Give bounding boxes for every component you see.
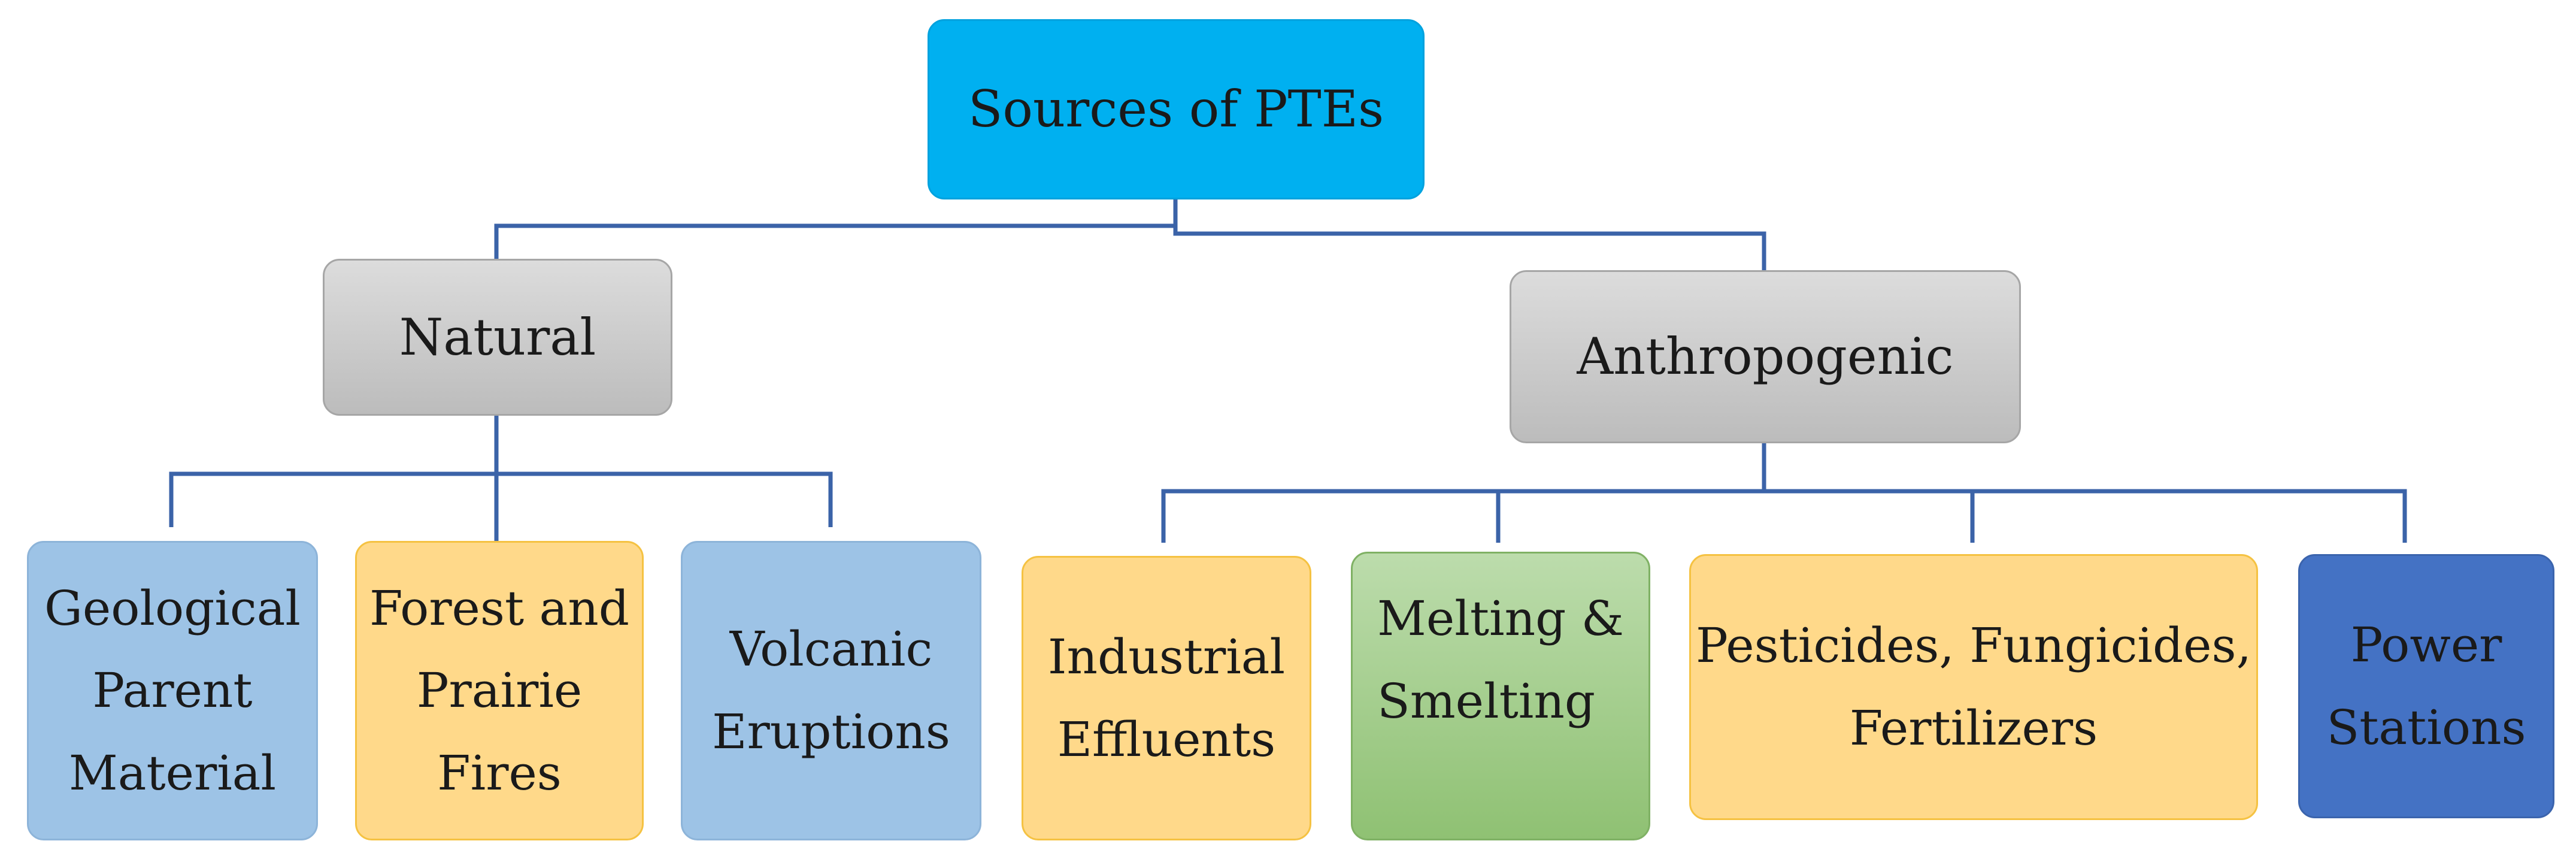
volcanic-label: Volcanic Eruptions (712, 621, 950, 760)
root-node-sources-of-ptes: Sources of PTEs (928, 19, 1425, 199)
natural-label: Natural (399, 307, 596, 367)
leaf-node-pesticides-fungicides-fertilizers: Pesticides, Fungicides, Fertilizers (1689, 554, 2258, 820)
leaf-node-geological-parent-material: Geological Parent Material (27, 541, 318, 840)
industrial-label: Industrial Effluents (1047, 628, 1286, 767)
category-node-anthropogenic: Anthropogenic (1510, 270, 2021, 443)
connector-natural-bar (169, 471, 833, 527)
melting-label: Melting & Smelting (1377, 591, 1624, 729)
leaf-node-melting-smelting: Melting & Smelting (1351, 552, 1650, 840)
anthropogenic-label: Anthropogenic (1577, 327, 1954, 386)
leaf-node-power-stations: Power Stations (2298, 554, 2554, 818)
leaf-node-volcanic-eruptions: Volcanic Eruptions (681, 541, 981, 840)
pesticides-label: Pesticides, Fungicides, Fertilizers (1695, 618, 2251, 756)
category-node-natural: Natural (323, 259, 672, 416)
geological-label: Geological Parent Material (44, 580, 301, 801)
power-label: Power Stations (2326, 616, 2526, 755)
connector-anthro-bar (1161, 489, 2407, 543)
root-label: Sources of PTEs (968, 80, 1384, 139)
leaf-node-forest-and-prairie-fires: Forest and Prairie Fires (355, 541, 644, 840)
leaf-node-industrial-effluents: Industrial Effluents (1022, 556, 1311, 840)
forest-fires-label: Forest and Prairie Fires (369, 580, 629, 801)
connector-root-natural (494, 199, 1178, 259)
connector-root-anthropogenic (1173, 226, 1766, 270)
